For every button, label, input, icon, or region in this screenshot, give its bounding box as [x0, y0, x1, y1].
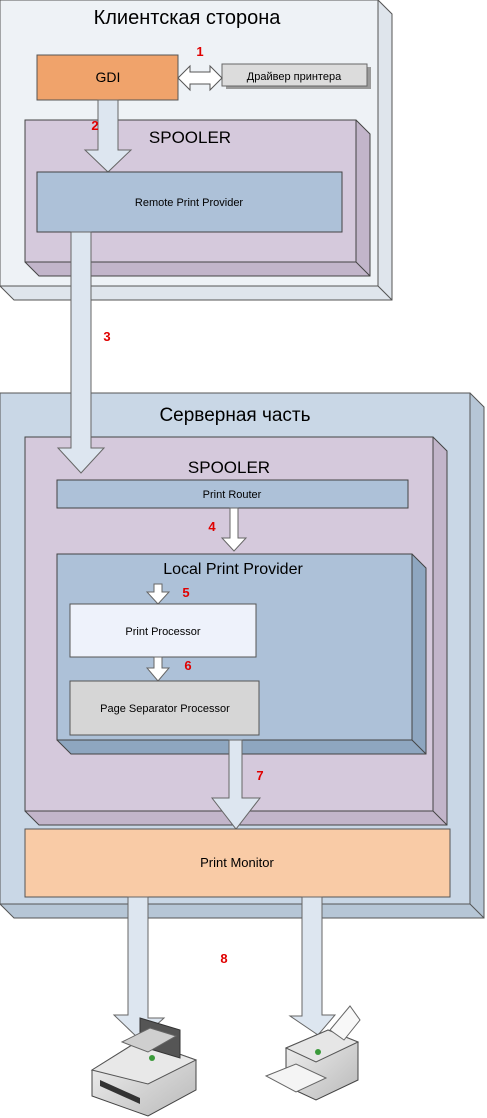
monitor-to-printer2-arrow — [288, 896, 337, 1036]
client-spooler-title: SPOOLER — [149, 128, 231, 147]
inkjet-printer-icon — [264, 1005, 361, 1101]
step-number-6: 6 — [184, 658, 191, 673]
print-monitor-box — [24, 828, 451, 898]
gdi-to-remote-arrow — [83, 99, 133, 173]
gdi-driver-double-arrow — [177, 64, 223, 92]
processor-to-separator-arrow — [145, 656, 171, 682]
local-to-processor-arrow — [145, 583, 171, 605]
local-to-monitor-arrow — [210, 739, 262, 830]
print-processor-label: Print Processor — [125, 626, 201, 638]
remote-print-provider-label: Remote Print Provider — [135, 197, 244, 209]
step-number-7: 7 — [256, 768, 263, 783]
server-side-title: Серверная часть — [159, 405, 310, 426]
server-spooler-title: SPOOLER — [188, 458, 270, 477]
step-number-3: 3 — [103, 329, 110, 344]
step-number-2: 2 — [91, 118, 98, 133]
print-monitor-label: Print Monitor — [200, 855, 274, 870]
printer-driver-label: Драйвер принтера — [247, 71, 342, 83]
step-number-5: 5 — [182, 585, 189, 600]
print-router-label: Print Router — [203, 489, 262, 501]
print-processor-box — [69, 603, 257, 658]
printer-driver-box — [221, 63, 371, 89]
remote-print-provider-box — [36, 171, 343, 233]
step-number-4: 4 — [208, 519, 216, 534]
client-side-title: Клиентская сторона — [94, 7, 282, 29]
step-number-8: 8 — [220, 951, 227, 966]
laser-printer-icon — [90, 1017, 198, 1117]
gdi-label: GDI — [96, 69, 121, 85]
remote-to-router-arrow — [56, 231, 106, 474]
step-number-1: 1 — [196, 44, 203, 59]
print-router-box — [56, 479, 409, 509]
router-to-local-arrow — [220, 507, 248, 552]
local-print-provider-title: Local Print Provider — [163, 561, 303, 578]
page-separator-label: Page Separator Processor — [100, 703, 230, 715]
page-separator-box — [69, 680, 260, 736]
